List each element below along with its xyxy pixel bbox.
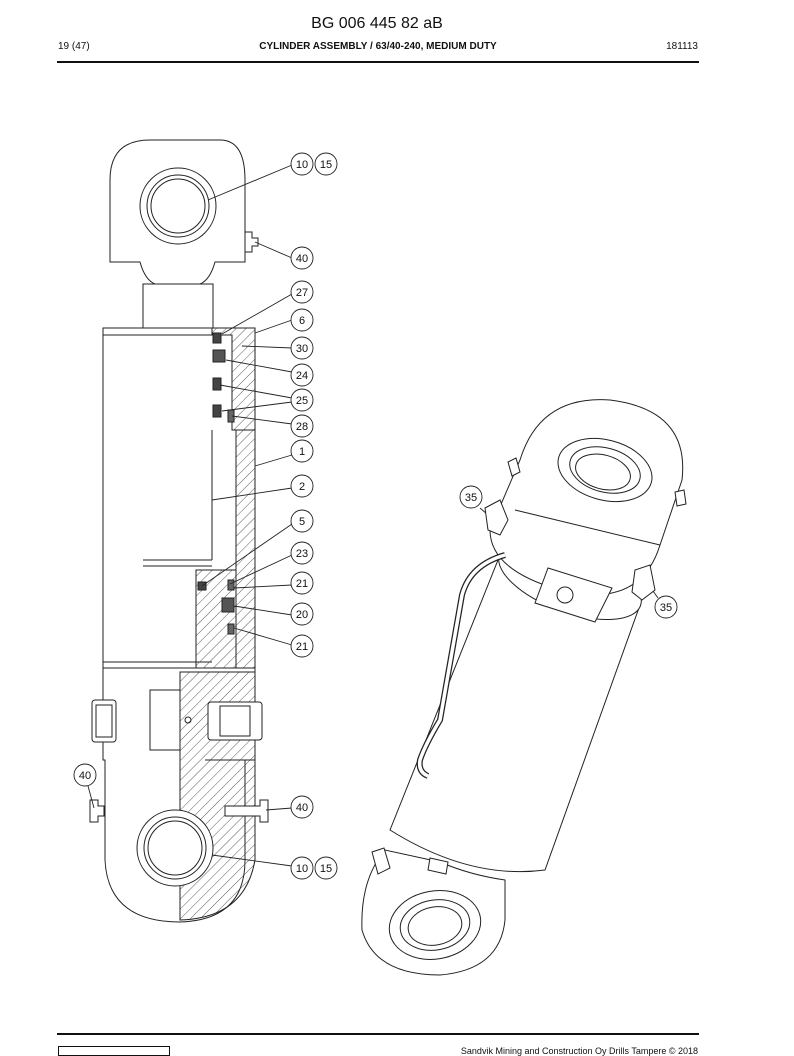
tube-wall-section <box>235 429 256 669</box>
port-fitting-right <box>207 701 263 741</box>
callout-20: 20 <box>290 602 314 626</box>
grease-nipple-top <box>245 231 259 253</box>
svg-text:23: 23 <box>296 548 308 560</box>
svg-text:25: 25 <box>296 395 308 407</box>
iso-fitting-left <box>484 499 509 536</box>
svg-text:15: 15 <box>320 863 332 875</box>
svg-text:10: 10 <box>296 863 308 875</box>
callout-10-top: 10 <box>290 152 314 176</box>
callout-10-bottom: 10 <box>290 856 314 880</box>
svg-text:24: 24 <box>296 370 308 382</box>
callout-27: 27 <box>290 280 314 304</box>
top-bearing-inner <box>150 178 206 234</box>
isometric-view <box>361 399 687 976</box>
page-number: 19 (47) <box>58 41 90 52</box>
svg-text:20: 20 <box>296 609 308 621</box>
callout-5: 5 <box>290 509 314 533</box>
gland-section <box>211 327 256 431</box>
callout-35-right: 35 <box>654 595 678 619</box>
callout-25: 25 <box>290 388 314 412</box>
callout-30: 30 <box>290 336 314 360</box>
svg-text:28: 28 <box>296 421 308 433</box>
callout-28: 28 <box>290 414 314 438</box>
page-title: CYLINDER ASSEMBLY / 63/40-240, MEDIUM DU… <box>259 41 497 52</box>
callout-15-bottom: 15 <box>314 856 338 880</box>
svg-text:27: 27 <box>296 287 308 299</box>
top-bearing-mid <box>146 174 210 238</box>
svg-text:40: 40 <box>296 802 308 814</box>
svg-text:30: 30 <box>296 343 308 355</box>
svg-text:5: 5 <box>299 516 305 528</box>
callout-40-left: 40 <box>73 763 97 787</box>
callout-35-left: 35 <box>459 485 483 509</box>
svg-text:21: 21 <box>296 578 308 590</box>
svg-text:10: 10 <box>296 159 308 171</box>
svg-text:2: 2 <box>299 481 305 493</box>
grease-nipple-bottom-left <box>89 799 105 823</box>
svg-text:35: 35 <box>660 602 672 614</box>
leader-lines <box>87 164 659 867</box>
callout-21-upper: 21 <box>290 571 314 595</box>
callout-23: 23 <box>290 541 314 565</box>
company-logo <box>58 1046 170 1056</box>
svg-text:15: 15 <box>320 159 332 171</box>
svg-text:35: 35 <box>465 492 477 504</box>
svg-text:21: 21 <box>296 641 308 653</box>
callout-2: 2 <box>290 474 314 498</box>
iso-top-head <box>489 399 684 596</box>
callout-6: 6 <box>290 308 314 332</box>
callout-24: 24 <box>290 363 314 387</box>
callout-15-top: 15 <box>314 152 338 176</box>
callout-40-bottom: 40 <box>290 795 314 819</box>
document-date: 181113 <box>666 41 698 52</box>
callout-40-top: 40 <box>290 246 314 270</box>
port-fitting-left <box>91 699 117 743</box>
callout-1: 1 <box>290 439 314 463</box>
header-rule <box>57 61 699 63</box>
iso-tube <box>389 554 641 873</box>
svg-text:40: 40 <box>79 770 91 782</box>
section-view <box>89 139 269 923</box>
grease-nipple-bottom-right <box>224 799 269 823</box>
svg-text:40: 40 <box>296 253 308 265</box>
copyright-text: Sandvik Mining and Construction Oy Drill… <box>460 1046 698 1056</box>
footer-rule <box>57 1033 699 1035</box>
iso-fitting-right <box>631 564 656 601</box>
callouts: 10 15 40 27 6 30 24 25 28 1 2 5 23 21 20… <box>73 152 678 880</box>
svg-text:6: 6 <box>299 315 305 327</box>
callout-21-lower: 21 <box>290 634 314 658</box>
piston-rod-upper <box>142 283 214 329</box>
svg-text:1: 1 <box>299 446 305 458</box>
document-number: BG 006 445 82 aB <box>311 15 443 32</box>
